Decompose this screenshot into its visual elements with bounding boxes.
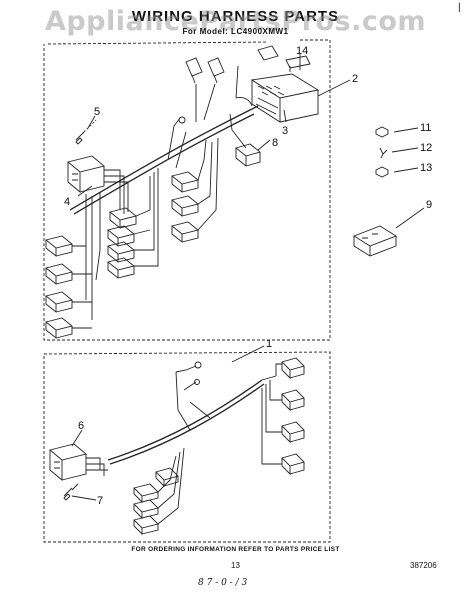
callout-labels: 1 2 3 4 5 6 7 8 9 11 12 13 14 (64, 45, 432, 507)
callout-14: 14 (296, 45, 308, 57)
callout-9: 9 (426, 199, 432, 211)
connector-4 (67, 155, 105, 193)
callout-4: 4 (64, 196, 70, 208)
part-13 (375, 166, 389, 178)
callout-1: 1 (266, 338, 272, 350)
callout-7: 7 (97, 495, 103, 507)
connector-right-col (171, 171, 199, 243)
site-watermark: AppliancePartsPros.com (44, 6, 427, 37)
part-11 (375, 126, 389, 138)
top-connector-left (185, 57, 203, 84)
upper-small-connector (257, 45, 279, 61)
drawing-number: 387206 (410, 561, 437, 570)
callout-8: 8 (272, 137, 278, 149)
part-14 (285, 55, 311, 72)
connector-mid-col (107, 207, 137, 279)
callout-5: 5 (94, 106, 100, 118)
callout-2: 2 (352, 73, 358, 85)
callout-11: 11 (420, 122, 431, 134)
top-connector-right (207, 57, 225, 84)
lower-bottom-connectors (133, 467, 179, 536)
model-line: For Model: LC4900XMW1 (182, 27, 289, 36)
terminal-block-2 (250, 73, 320, 123)
connector-left-col (45, 235, 73, 339)
callout-3: 3 (282, 125, 288, 137)
callout-6: 6 (78, 420, 84, 432)
upper-frame (43, 39, 331, 341)
lower-right-connectors (281, 357, 305, 476)
part-12 (379, 147, 388, 159)
corner-mark: | (458, 2, 461, 13)
part-9 (352, 225, 398, 257)
connector-6 (49, 443, 87, 481)
callout-12: 12 (420, 142, 432, 154)
callout-13: 13 (420, 162, 432, 174)
handwritten-note: 8 7 - 0 - / 3 (198, 578, 248, 588)
diagram-title: WIRING HARNESS PARTS (131, 8, 340, 25)
connector-8 (235, 143, 261, 167)
lower-frame (43, 351, 331, 543)
part-7 (63, 487, 73, 501)
page-number: 13 (231, 561, 240, 570)
ordering-note: FOR ORDERING INFORMATION REFER TO PARTS … (131, 546, 340, 553)
leader-lines (71, 54, 425, 501)
part-5 (75, 131, 85, 145)
